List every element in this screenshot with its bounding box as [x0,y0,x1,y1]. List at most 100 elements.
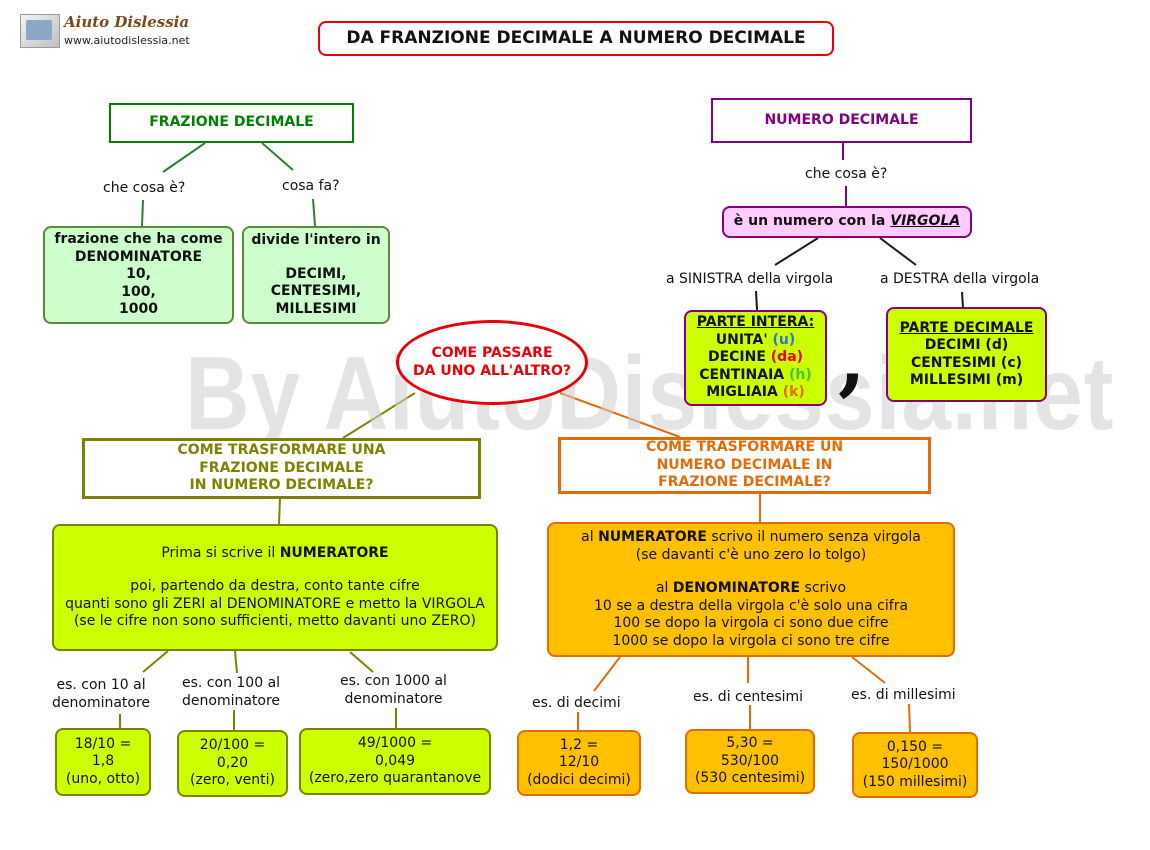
place-value-row: MIGLIAIA (k) [706,384,805,402]
come-passare-line: DA UNO ALL'ALTRO? [413,362,571,379]
example-line: (530 centesimi) [694,770,806,787]
example-line: 0,049 [374,752,416,769]
book-icon [26,20,52,40]
frazione-question-2: cosa fa? [282,178,340,194]
decimal-place-row: MILLESIMI (m) [909,372,1024,388]
frazione-def-line: 1000 [119,301,158,318]
place-value-abbr: (u) [772,331,796,348]
frazione-action-line: divide l'intero in [251,232,381,248]
right-explain-bold: DENOMINATORE [672,580,801,596]
frazione-action-line: DECIMI, [285,265,347,282]
right-explain-line: al NUMERATORE scrivo il numero senza vir… [581,529,921,547]
left-branch-header-line: FRAZIONE DECIMALE [199,459,364,476]
parte-intera-title: PARTE INTERA: [696,314,815,331]
frazione-def-line: 100, [121,283,156,300]
right-explain-text: al [655,580,673,596]
numero-definition-box: è un numero con la VIRGOLA [722,206,972,238]
left-explain-line: quanti sono gli ZERI al DENOMINATORE e m… [65,595,485,612]
example-line: (150 millesimi) [862,773,968,790]
right-explanation-box: al NUMERATORE scrivo il numero senza vir… [547,522,955,657]
right-explain-line: 10 se a destra della virgola c'è solo un… [593,597,909,614]
left-example-label-line: es. con 100 al [182,675,281,691]
example-line: (uno, otto) [65,770,141,787]
example-line: 0,150 = [886,738,944,755]
example-line: 5,30 = [726,735,774,752]
right-explain-text: scrivo il numero senza virgola [706,529,921,545]
right-explain-line: 100 se dopo la virgola ci sono due cifre [613,615,889,631]
example-line: 20/100 = [199,737,266,754]
left-branch-header-line: IN NUMERO DECIMALE? [189,477,374,494]
parte-decimale-title: PARTE DECIMALE [899,319,1034,336]
left-example-label: es. con 10 al denominatore [52,676,150,712]
right-explain-bold: NUMERATORE [598,529,707,545]
right-explain-text: scrivo [800,580,847,596]
left-example-box: 49/1000 = 0,049 (zero,zero quarantanove [299,728,491,795]
example-line: 1,2 = [559,736,599,753]
frazione-header: FRAZIONE DECIMALE [109,103,354,143]
parte-intera-box: PARTE INTERA: UNITA' (u) DECINE (da) CEN… [684,310,827,406]
come-passare-ellipse: COME PASSARE DA UNO ALL'ALTRO? [396,320,588,405]
place-value-row: UNITA' (u) [716,332,796,350]
right-explain-line: al DENOMINATORE scrivo [656,580,846,598]
place-value-abbr: (da) [770,349,804,366]
example-line: (zero, venti) [190,772,275,789]
left-branch-header-line: COME TRASFORMARE UNA [177,442,386,459]
left-example-label-line: denominatore [182,693,281,710]
place-value-name: CENTINAIA [699,366,785,383]
right-example-label: es. di decimi [532,695,621,711]
page-title: DA FRANZIONE DECIMALE A NUMERO DECIMALE [318,21,834,56]
place-value-row: DECINE (da) [708,349,803,367]
right-example-box: 0,150 = 150/1000 (150 millesimi) [852,732,978,798]
example-line: 18/10 = [74,735,132,752]
right-example-label: es. di millesimi [851,687,956,703]
example-line: 1,8 [91,753,115,770]
place-value-name: UNITA' [715,331,768,348]
right-example-box: 5,30 = 530/100 (530 centesimi) [685,729,815,794]
decimal-place-row: CENTESIMI (c) [910,354,1023,371]
numero-header: NUMERO DECIMALE [711,98,972,143]
left-explain-line: poi, partendo da destra, conto tante cif… [130,578,420,594]
parte-decimale-box: PARTE DECIMALE DECIMI (d) CENTESIMI (c) … [886,307,1047,402]
logo-name: Aiuto Dislessia [64,13,190,31]
left-of-comma-label: a SINISTRA della virgola [666,271,834,287]
numero-def-word: VIRGOLA [890,213,961,230]
place-value-abbr: (h) [789,366,812,383]
frazione-def-line: 10, [126,266,151,283]
example-line: (zero,zero quarantanove [308,770,482,787]
right-explain-text: al [581,529,599,545]
left-example-label-line: denominatore [52,695,151,712]
left-example-label: es. con 1000 al denominatore [340,672,447,708]
page-title-text: DA FRANZIONE DECIMALE A NUMERO DECIMALE [346,27,806,48]
example-line: 12/10 [558,754,600,771]
left-example-label-line: es. con 1000 al [340,673,447,689]
example-line: 0,20 [216,754,249,771]
logo-url: www.aiutodislessia.net [64,34,190,47]
right-branch-header: COME TRASFORMARE UN NUMERO DECIMALE IN F… [558,437,931,494]
place-value-row: CENTINAIA (h) [699,367,812,385]
frazione-def-line: DENOMINATORE [74,248,203,265]
place-value-name: MIGLIAIA [706,384,778,401]
right-branch-header-line: COME TRASFORMARE UN [645,439,844,456]
example-line: 49/1000 = [357,735,433,752]
left-branch-header: COME TRASFORMARE UNA FRAZIONE DECIMALE I… [82,438,481,499]
numero-question: che cosa è? [805,166,888,182]
numero-def-prefix: è un numero con la [733,213,891,230]
left-explanation-box: Prima si scrive il NUMERATORE poi, parte… [52,524,498,651]
frazione-question-1: che cosa è? [103,180,186,196]
comma-symbol: , [838,311,866,405]
left-explain-line: (se le cifre non sono sufficienti, metto… [73,613,477,629]
right-of-comma-label: a DESTRA della virgola [880,271,1040,287]
left-explain-line: Prima si scrive il NUMERATORE [161,545,388,563]
example-line: 530/100 [720,752,780,769]
left-example-box: 20/100 = 0,20 (zero, venti) [177,730,288,797]
right-example-label: es. di centesimi [693,689,804,705]
left-example-label-line: denominatore [344,691,443,708]
left-example-box: 18/10 = 1,8 (uno, otto) [55,728,151,796]
numero-header-text: NUMERO DECIMALE [764,111,919,128]
place-value-abbr: (k) [782,384,805,401]
left-example-label: es. con 100 al denominatore [182,674,280,710]
come-passare-line: COME PASSARE [431,345,553,361]
frazione-def-line: frazione che ha come [54,231,223,248]
frazione-action-box: divide l'intero in DECIMI, CENTESIMI, MI… [242,226,390,324]
